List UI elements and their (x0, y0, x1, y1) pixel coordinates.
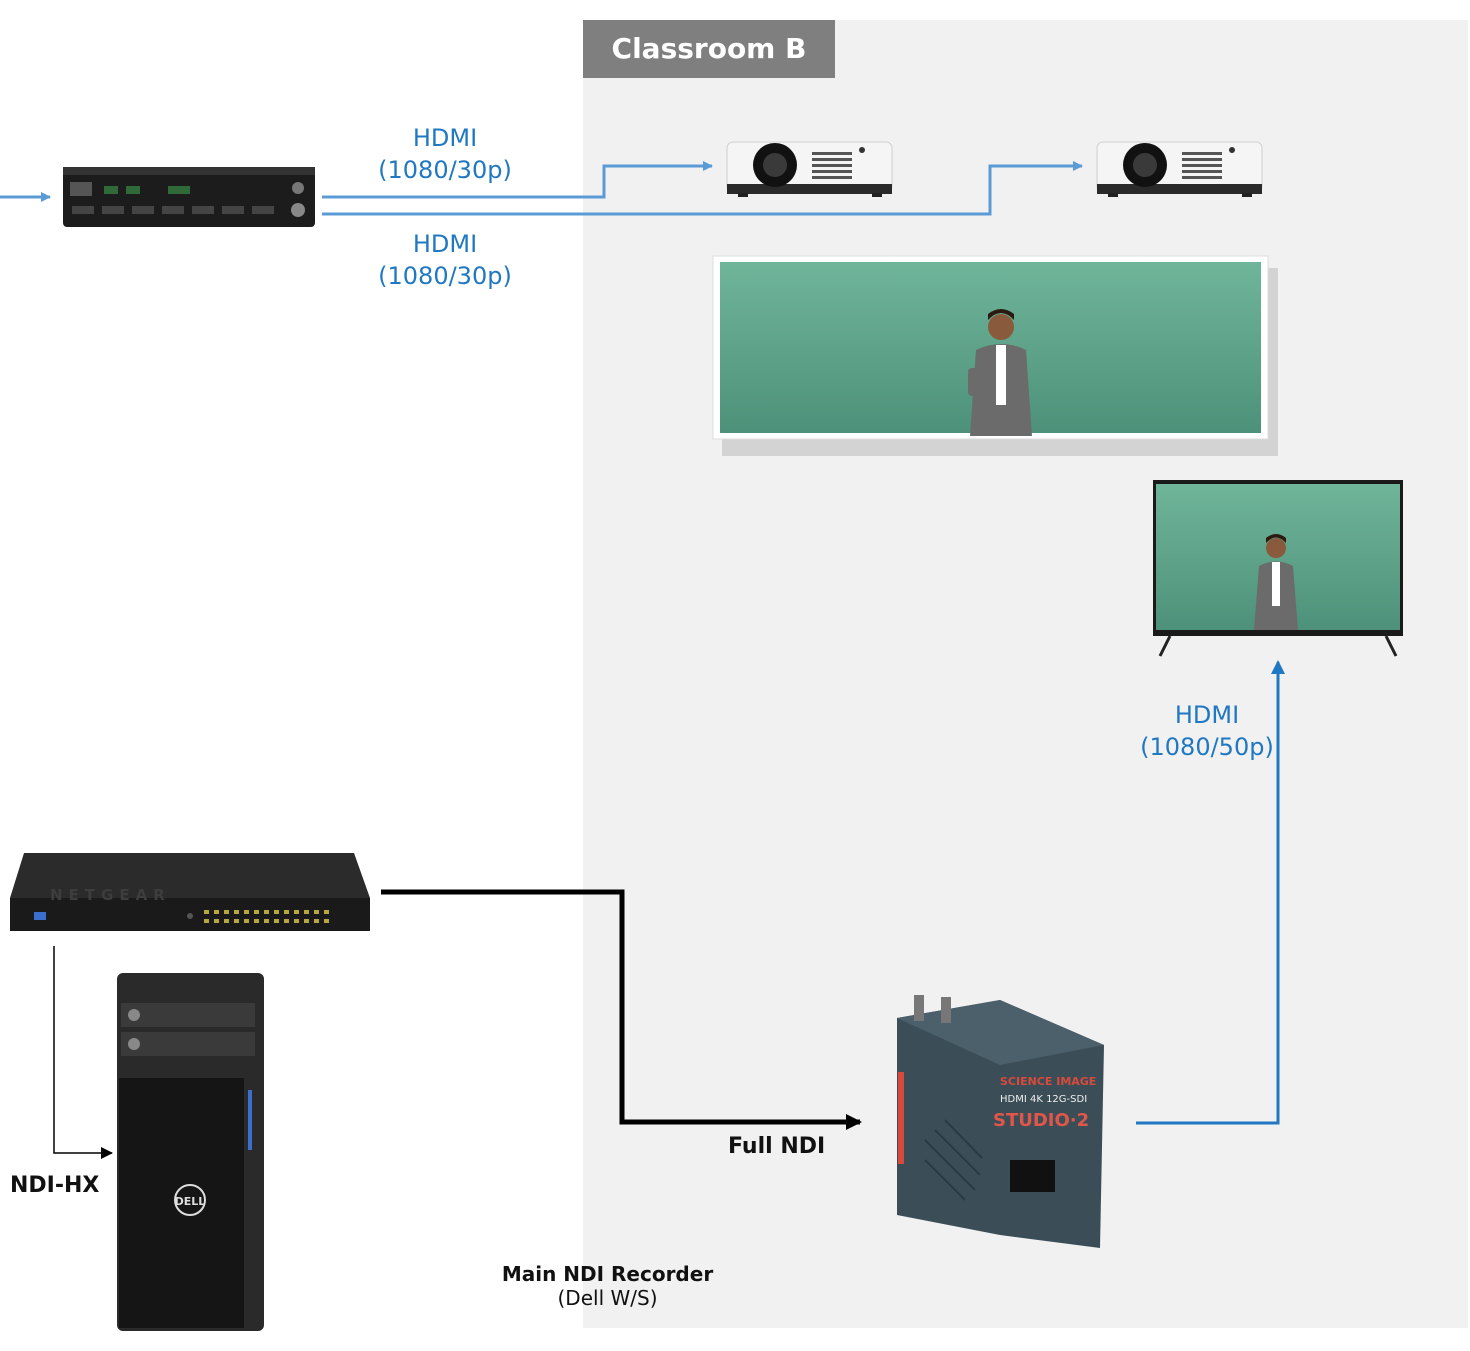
full-ndi-label: Full NDI (728, 1134, 826, 1159)
hdmi-label-projector-1: HDMI (1080/30p) (365, 122, 525, 186)
network-switch: NETGEAR (10, 853, 370, 931)
encoder-brand-text: SCIENCE IMAGE (1000, 1075, 1096, 1088)
hdmi-label-tv-line2: (1080/50p) (1140, 733, 1274, 761)
hdmi-label-tv: HDMI (1080/50p) (1127, 699, 1287, 763)
encoder-spec-text: HDMI 4K 12G-SDI (1000, 1094, 1087, 1105)
recorder-subtitle: (Dell W/S) (557, 1286, 658, 1310)
recorder-title: Main NDI Recorder (501, 1262, 714, 1286)
hdmi-label-1-line1: HDMI (412, 124, 478, 152)
ndi-hx-link (53, 946, 113, 1159)
workstation-brand-text: DELL (175, 1195, 206, 1208)
workstation-tower: DELL (117, 973, 264, 1331)
hdmi-label-2-line2: (1080/30p) (378, 262, 512, 290)
projector-2 (1096, 141, 1263, 197)
hdmi-link-tv (1136, 660, 1285, 1125)
hdmi-label-tv-line1: HDMI (1174, 701, 1240, 729)
room-title: Classroom B (583, 20, 835, 78)
ndi-hx-label: NDI-HX (10, 1173, 100, 1198)
switch-brand-text: NETGEAR (50, 886, 171, 904)
hdmi-label-1-line2: (1080/30p) (378, 156, 512, 184)
hdmi-link-projector-2 (322, 161, 1083, 216)
ndi-encoder-device: SCIENCE IMAGE HDMI 4K 12G-SDI STUDIO·2 (897, 995, 1104, 1248)
encoder-model-text: STUDIO·2 (993, 1110, 1089, 1131)
hdmi-link-projector-1 (322, 161, 713, 199)
full-ndi-link (381, 889, 862, 1130)
presenter-figure (968, 309, 1032, 436)
hdmi-label-2-line1: HDMI (412, 230, 478, 258)
projection-board (712, 255, 1278, 456)
hdmi-splitter-device (63, 167, 315, 227)
hdmi-label-projector-2: HDMI (1080/30p) (365, 228, 525, 292)
tv-display (1153, 480, 1403, 657)
recorder-caption: Main NDI Recorder (Dell W/S) (480, 1262, 735, 1310)
projector-1 (726, 141, 893, 197)
tv-presenter-figure (1254, 534, 1298, 630)
